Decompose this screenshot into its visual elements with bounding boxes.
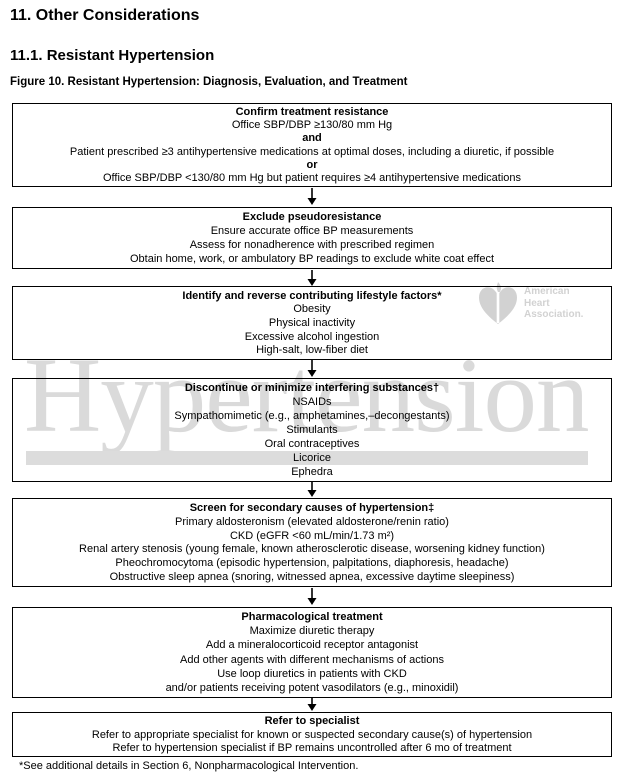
flow-box-interfering-substances: Discontinue or minimize interfering subs…	[12, 378, 612, 482]
box-title: Refer to specialist	[264, 715, 360, 728]
aha-logo-line1: American	[524, 286, 570, 297]
aha-logo-line2: Heart	[524, 297, 550, 309]
box-line: Physical inactivity	[268, 316, 356, 329]
aha-logo-text: American Heart Association.	[524, 282, 583, 321]
flow-box-refer-to-specialist: Refer to specialist Refer to appropriate…	[12, 712, 612, 757]
box-line: Stimulants	[286, 424, 338, 436]
box-line: or	[306, 158, 318, 171]
box-line: Primary aldosteronism (elevated aldoster…	[175, 515, 449, 528]
section-heading: 11. Other Considerations	[10, 7, 200, 24]
box-line: Maximize diuretic therapy	[249, 625, 375, 638]
flow-arrow-down-icon	[307, 188, 317, 205]
figure-footnote: *See additional details in Section 6, No…	[19, 760, 359, 772]
box-title: Discontinue or minimize interfering subs…	[184, 382, 440, 394]
box-line: Ephedra	[291, 466, 333, 478]
box-line: Licorice	[293, 452, 331, 464]
box-line: CKD (eGFR <60 mL/min/1.73 m²)	[229, 529, 395, 542]
flow-arrow-down-icon	[307, 270, 317, 286]
box-line: Pheochromocytoma (episodic hypertension,…	[115, 557, 509, 570]
figure-caption: Figure 10. Resistant Hypertension: Diagn…	[10, 76, 408, 88]
flow-arrow-down-icon	[307, 588, 317, 605]
watermark-highlight-bar	[26, 451, 588, 465]
box-line: Refer to hypertension specialist if BP r…	[112, 741, 512, 754]
box-line: High-salt, low-fiber diet	[256, 344, 368, 357]
box-line: Add other agents with different mechanis…	[180, 653, 444, 666]
box-title: Confirm treatment resistance	[235, 106, 389, 119]
box-line: Office SBP/DBP <130/80 mm Hg but patient…	[102, 171, 522, 184]
box-line: Ensure accurate office BP measurements	[210, 225, 414, 237]
box-line: and/or patients receiving potent vasodil…	[165, 681, 459, 694]
aha-logo: American Heart Association.	[475, 282, 583, 331]
aha-logo-line3: Association.	[524, 309, 584, 320]
subsection-heading: 11.1. Resistant Hypertension	[10, 47, 215, 64]
box-line: Assess for nonadherence with prescribed …	[189, 239, 435, 251]
flow-box-exclude-pseudoresistance: Exclude pseudoresistance Ensure accurate…	[12, 207, 612, 269]
box-line: and	[302, 132, 322, 145]
box-line: Obesity	[293, 303, 331, 316]
box-title: Identify and reverse contributing lifest…	[182, 289, 442, 302]
flow-arrow-down-icon	[307, 482, 317, 497]
heart-torch-icon	[475, 282, 521, 331]
journal-watermark: Hypertension	[24, 337, 589, 455]
flow-box-confirm-treatment-resistance: Confirm treatment resistance Office SBP/…	[12, 103, 612, 187]
box-line: Sympathomimetic (e.g., amphetamines,–dec…	[174, 410, 450, 422]
box-line: Obtain home, work, or ambulatory BP read…	[129, 253, 494, 265]
box-line: Patient prescribed ≥3 antihypertensive m…	[69, 145, 555, 158]
box-line: Office SBP/DBP ≥130/80 mm Hg	[231, 119, 393, 132]
box-title: Pharmacological treatment	[241, 611, 383, 624]
box-line: Excessive alcohol ingestion	[244, 330, 380, 343]
flow-box-lifestyle-factors: Identify and reverse contributing lifest…	[12, 286, 612, 360]
box-line: Oral contraceptives	[264, 438, 360, 450]
flow-box-secondary-causes: Screen for secondary causes of hypertens…	[12, 498, 612, 587]
box-line: Obstructive sleep apnea (snoring, witnes…	[109, 571, 515, 584]
box-line: Refer to appropriate specialist for know…	[91, 728, 533, 741]
box-line: NSAIDs	[292, 396, 332, 408]
box-title: Screen for secondary causes of hypertens…	[189, 501, 435, 514]
flow-box-pharmacological-treatment: Pharmacological treatment Maximize diure…	[12, 607, 612, 698]
flow-arrow-down-icon	[307, 698, 317, 711]
box-line: Add a mineralocorticoid receptor antagon…	[205, 639, 419, 652]
box-line: Renal artery stenosis (young female, kno…	[79, 543, 545, 556]
box-line: Use loop diuretics in patients with CKD	[217, 667, 407, 680]
box-title: Exclude pseudoresistance	[242, 211, 382, 223]
flow-arrow-down-icon	[307, 360, 317, 377]
